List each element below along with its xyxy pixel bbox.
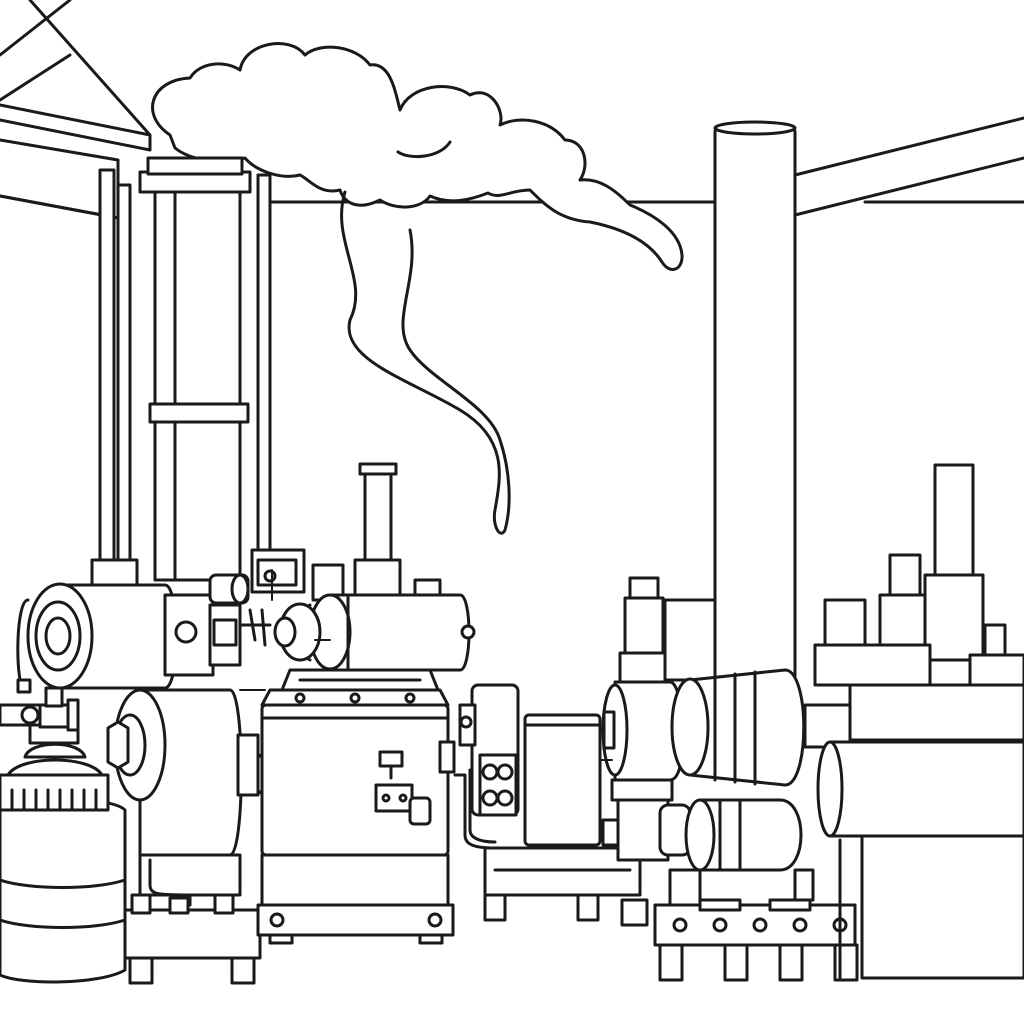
right-front-base: [620, 868, 859, 982]
right-pump-stack: [601, 576, 883, 872]
left-front-pump: [106, 688, 274, 985]
left-chimney: [138, 156, 252, 582]
center-back-stacks: [90, 462, 442, 602]
center-right-control-unit: [453, 683, 642, 922]
right-block-housing: [816, 683, 1024, 982]
connector-pipes: [239, 569, 613, 761]
left-canister: [0, 678, 127, 984]
left-horizontal-motor: [16, 573, 272, 692]
smoke-curl: [396, 140, 452, 159]
center-box-machine: [256, 688, 456, 945]
right-chimney: [713, 120, 797, 720]
smoke-trail: [340, 190, 511, 535]
center-horizontal-motor: [273, 593, 476, 692]
right-skyline-machinery: [813, 463, 1024, 687]
